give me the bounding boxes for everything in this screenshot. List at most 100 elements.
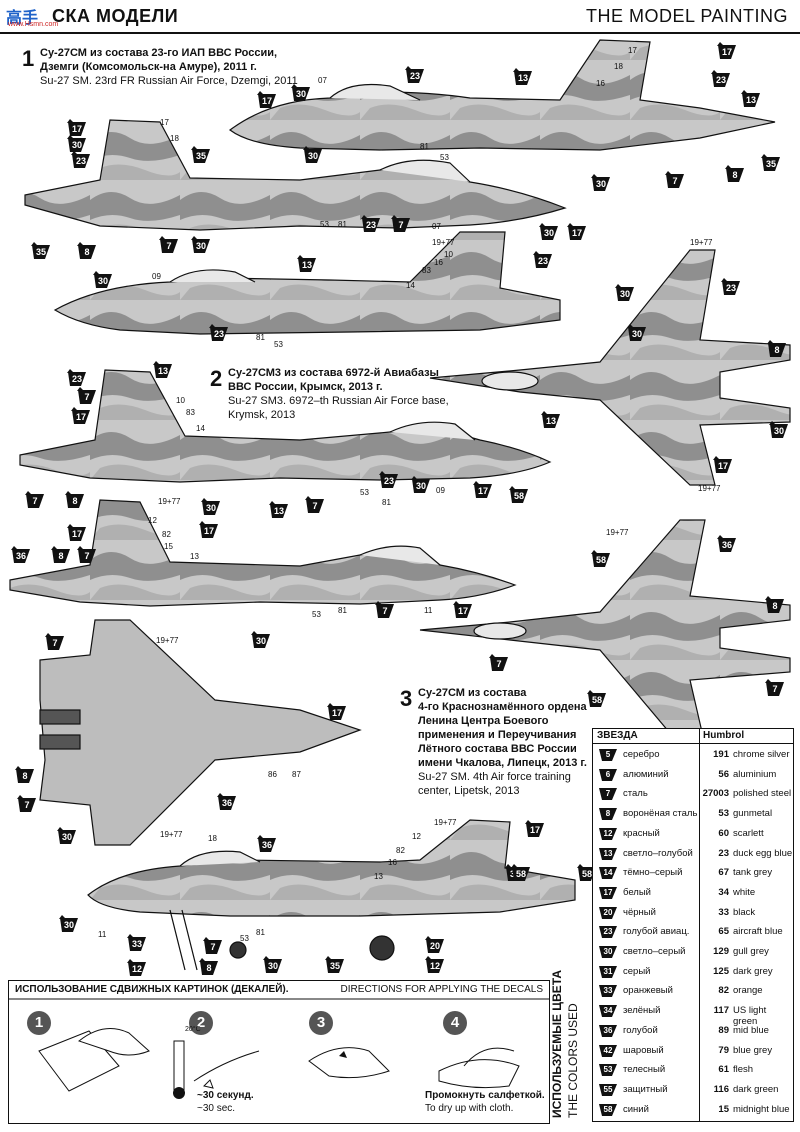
color-callout: 17 — [256, 91, 278, 109]
legend-color-en: flesh — [733, 1064, 754, 1076]
callout-number: 17 — [71, 124, 82, 134]
step-text-en: To dry up with cloth. — [425, 1103, 514, 1114]
legend-badge: 55 — [598, 1083, 618, 1096]
callout-number: 23 — [213, 329, 224, 339]
decal-number-label: 53 — [320, 220, 329, 229]
legend-badge-number: 20 — [603, 907, 613, 917]
decal-number-label: 81 — [338, 606, 347, 615]
legend-humbrol-number: 65 — [718, 926, 729, 938]
callout-number: 17 — [331, 708, 342, 718]
scheme-caption: Су-27СМ3 из состава 6972-й Авиабазы ВВС … — [228, 366, 449, 422]
legend-humbrol-number: 15 — [718, 1103, 729, 1115]
color-callout: 35 — [324, 956, 346, 974]
color-callout: 58 — [508, 486, 530, 504]
color-callout: 30 — [66, 135, 88, 153]
caption-ru: Лётного состава ВВС России — [418, 743, 577, 755]
legend-humbrol-number: 34 — [718, 886, 729, 898]
legend-badge: 6 — [598, 768, 618, 781]
decal-number-label: 16 — [596, 79, 605, 88]
callout-number: 23 — [537, 256, 548, 266]
legend-badge-number: 14 — [603, 868, 613, 878]
callout-number: 17 — [571, 228, 582, 238]
decal-number-label: 86 — [268, 770, 277, 779]
color-callout: 35 — [190, 146, 212, 164]
color-callout: 7 — [664, 171, 686, 189]
aircraft-side-2 — [19, 369, 552, 483]
callout-number: 8 — [772, 601, 778, 611]
legend-color-en: mid blue — [733, 1024, 769, 1036]
decal-number-label: 82 — [396, 846, 405, 855]
color-callout: 33 — [126, 934, 148, 952]
color-callout: 13 — [512, 68, 534, 86]
legend-badge: 12 — [598, 827, 618, 840]
decal-number-label: 81 — [338, 220, 347, 229]
color-callout: 17 — [716, 42, 738, 60]
callout-number: 7 — [166, 241, 172, 251]
callout-number: 36 — [15, 551, 26, 561]
aircraft-side-3b — [87, 819, 576, 971]
decal-number-label: 16 — [388, 858, 397, 867]
callout-number: 17 — [717, 461, 728, 471]
legend-humbrol-number: 60 — [718, 827, 729, 839]
callout-number: 17 — [71, 529, 82, 539]
legend-head-humbrol: Humbrol — [703, 730, 745, 741]
legend-badge: 31 — [598, 965, 618, 978]
legend-badge: 42 — [598, 1044, 618, 1057]
legend-color-en: duck egg blue — [733, 847, 793, 859]
callout-number: 30 — [255, 636, 266, 646]
color-callout: 13 — [296, 255, 318, 273]
decal-number-label: 15 — [164, 542, 173, 551]
legend-color-en: polished steel — [733, 788, 792, 800]
callout-number: 20 — [429, 941, 440, 951]
callout-number: 58 — [581, 869, 592, 879]
legend-humbrol-number: 27003 — [702, 788, 729, 800]
color-callout: 30 — [92, 271, 114, 289]
scheme-number: 2 — [210, 366, 223, 391]
color-callout: 17 — [66, 119, 88, 137]
color-callout: 17 — [566, 223, 588, 241]
decal-number-label: 81 — [256, 928, 265, 937]
legend-color-ru: телесный — [623, 1064, 666, 1076]
color-callout: 36 — [216, 793, 238, 811]
callout-number: 17 — [261, 96, 272, 106]
color-callout: 58 — [510, 864, 532, 882]
caption-ru: применения и Переучивания — [418, 729, 577, 741]
legend-badge-number: 31 — [603, 966, 613, 976]
color-callout: 17 — [472, 481, 494, 499]
legend-humbrol-number: 82 — [718, 985, 729, 997]
legend-badge-number: 8 — [605, 809, 611, 819]
color-callout: 20 — [424, 936, 446, 954]
legend-color-ru: тёмно–серый — [623, 867, 683, 879]
callout-number: 7 — [382, 606, 388, 616]
legend-humbrol-number: 61 — [718, 1064, 729, 1076]
legend-color-ru: синий — [623, 1103, 649, 1115]
callout-number: 7 — [672, 176, 678, 186]
decal-number-label: 19+77 — [160, 830, 183, 839]
callout-number: 7 — [496, 659, 502, 669]
legend-badge-number: 5 — [605, 750, 611, 759]
decal-number-label: 53 — [274, 340, 283, 349]
color-callout: 23 — [710, 70, 732, 88]
legend-badge: 20 — [598, 906, 618, 919]
color-callout: 36 — [10, 546, 32, 564]
callout-number: 8 — [732, 170, 738, 180]
step-text-ru: Промокнуть салфеткой. — [425, 1090, 545, 1101]
color-callout: 23 — [66, 369, 88, 387]
color-callout: 23 — [360, 215, 382, 233]
callout-number: 7 — [52, 638, 58, 648]
color-callout: 30 — [262, 956, 284, 974]
callout-number: 13 — [273, 506, 284, 516]
callout-number: 36 — [221, 798, 232, 808]
decal-number-label: 19+77 — [434, 818, 457, 827]
callout-number: 35 — [195, 151, 206, 161]
decal-number-label: 13 — [374, 872, 383, 881]
legend-badge-number: 55 — [603, 1084, 613, 1094]
step-temp: 20°C — [185, 1026, 201, 1033]
legend-badge: 53 — [598, 1063, 618, 1077]
legend-badge: 36 — [598, 1024, 618, 1037]
callout-number: 17 — [477, 486, 488, 496]
legend-badge-number: 53 — [603, 1065, 613, 1075]
